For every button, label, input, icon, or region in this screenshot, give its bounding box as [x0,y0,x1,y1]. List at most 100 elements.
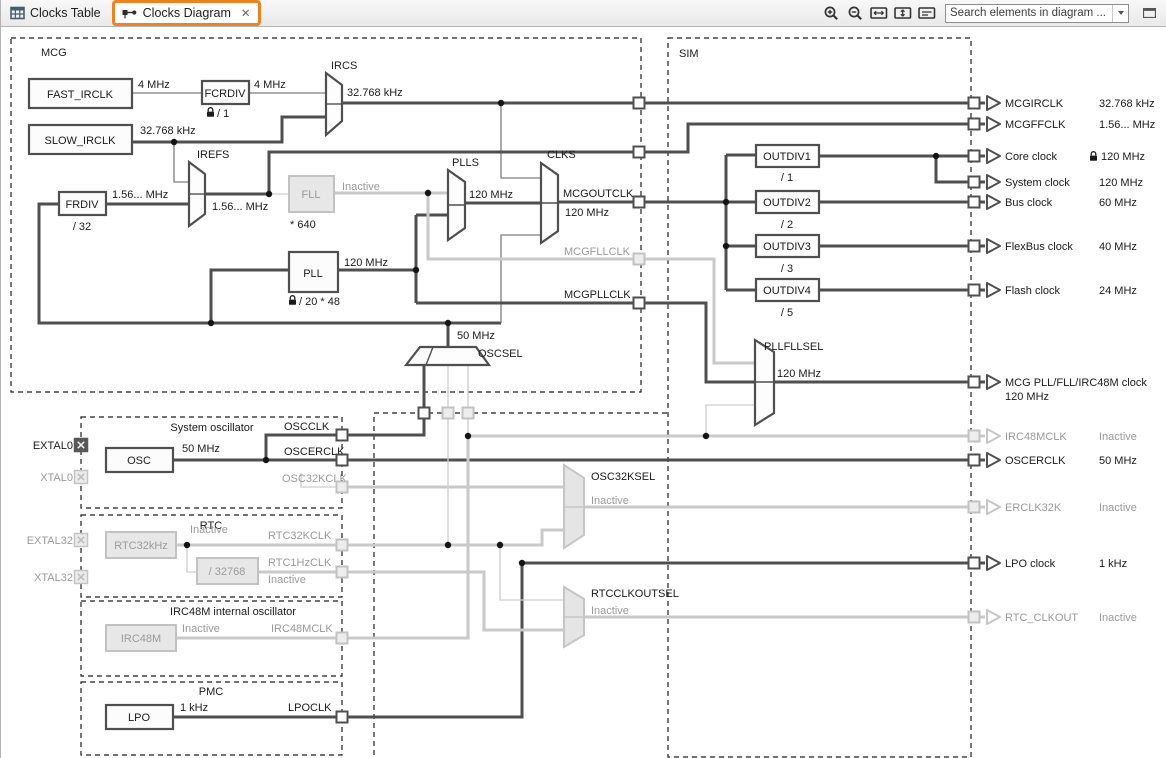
output-label: Flash clock [1005,285,1061,297]
mux-label: PLLFLLSEL [764,341,823,353]
block-label: OUTDIV3 [763,241,811,253]
net-freq-label: 32.768 kHz [140,125,196,137]
tab-clocks-table[interactable]: Clocks Table [1,0,110,26]
fit-height-button[interactable] [893,3,913,23]
mux-irefs[interactable] [187,159,207,229]
sim-region [667,37,972,758]
block-lpo[interactable] [104,703,175,731]
block-outdiv1[interactable] [754,143,821,169]
fit-width-button[interactable] [869,3,889,23]
block-label: OUTDIV1 [763,151,811,163]
region-label-sim: SIM [679,48,699,60]
minimize-view-button[interactable] [1139,3,1159,23]
output-value: Inactive [1099,502,1137,514]
output-label: FlexBus clock [1005,241,1073,253]
zoom-out-button[interactable] [845,3,865,23]
mux-rtcclkoutsel[interactable] [563,585,585,649]
divider-value: / 2 [781,219,793,231]
block-outdiv3[interactable] [754,233,821,259]
block-osc[interactable] [104,446,175,474]
block-slow-irclk[interactable] [27,123,134,156]
mux-plls[interactable] [446,167,467,243]
search-input[interactable] [946,7,1112,19]
tab-bar: Clocks Table Clocks Diagram ✕ [1,0,1166,27]
minimize-icon [1142,8,1156,18]
net-freq-label: 4 MHz [254,79,286,91]
block-label: OUTDIV4 [763,285,811,297]
block-label: RTC32kHz [114,540,168,552]
block-rtc32khz[interactable] [105,531,177,559]
region-label-pmc: PMC [199,686,224,698]
output-label: MCGIRCLK [1005,98,1064,110]
block-pll[interactable] [287,250,340,294]
mux-oscsel[interactable] [403,345,492,367]
peripheral-region [373,412,667,757]
block-label: OUTDIV2 [763,197,811,209]
block-label: PLL [303,268,323,280]
output-label: IRC48MCLK [1005,431,1067,443]
mux-label: IRCS [331,60,357,72]
pin-extal32[interactable] [73,532,89,548]
diagram-toolbar [821,3,1166,23]
lock-icon [1089,151,1098,162]
block-outdiv4[interactable] [754,277,821,303]
rtc-region [80,514,343,598]
output-value: 120 MHz [1101,151,1145,163]
net-name-label: MCGOUTCLK [563,188,634,200]
pin-xtal0[interactable] [73,469,89,485]
output-label: System clock [1005,177,1070,189]
output-list: MCGIRCLK 32.768 kHz MCGFFCLK 1.56... MHz… [1005,98,1155,624]
net-name-label: OSC32KCLK [282,473,347,485]
block-rtc-divider[interactable] [196,557,259,585]
search-dropdown-button[interactable] [1112,4,1128,22]
block-frdiv[interactable] [57,190,108,217]
pin-extal0[interactable] [73,437,89,453]
divider-value: / 3 [781,263,793,275]
block-fast-irclk[interactable] [27,77,134,110]
mux-ircs[interactable] [324,70,344,138]
block-label: OSC [127,455,151,467]
border-ports[interactable] [335,96,981,724]
region-label-sysosc: System oscillator [170,422,253,434]
net-name-label: LPOCLK [288,702,332,714]
pin-label-extal32: EXTAL32 [27,535,73,547]
net-freq-label: 1.56... MHz [112,189,168,201]
mux-osc32ksel[interactable] [563,463,585,550]
mux-label: OSC32KSEL [591,471,655,483]
tab-clocks-diagram[interactable]: Clocks Diagram ✕ [111,0,261,26]
block-irc48m[interactable] [105,624,177,652]
mux-pllfllsel[interactable] [753,338,776,427]
net-freq-label: 1 kHz [180,702,208,714]
table-icon [10,6,25,20]
mux-label: PLLS [452,157,479,169]
pin-label-xtal32: XTAL32 [34,572,73,584]
close-icon[interactable]: ✕ [240,8,251,20]
collapse-all-button[interactable] [917,3,937,23]
block-outdiv2[interactable] [754,189,821,215]
block-label: IRC48M [121,633,161,645]
tab-label: Clocks Table [30,6,101,20]
net-name-label: RTC32KCLK [268,530,332,542]
pin-xtal32[interactable] [73,569,89,585]
pin-label-xtal0: XTAL0 [40,472,73,484]
block-label: FCRDIV [205,88,247,100]
lock-icon [206,107,215,118]
mux-clks[interactable] [539,160,560,246]
collapse-all-icon [918,6,936,19]
output-value: 120 MHz [1005,391,1049,403]
block-fcrdiv[interactable] [200,79,251,106]
mux-status: Inactive [591,605,629,617]
fit-width-icon [870,6,888,19]
divider-value: / 20 * 48 [299,296,340,308]
fit-height-icon [894,6,912,19]
net-freq-label: 120 MHz [777,368,821,380]
output-value: 32.768 kHz [1099,98,1155,110]
zoom-in-button[interactable] [821,3,841,23]
block-label: SLOW_IRCLK [45,135,117,147]
output-label: LPO clock [1005,558,1056,570]
tab-label: Clocks Diagram [142,6,231,20]
net-freq-label: 1.56... MHz [212,201,268,213]
block-fll[interactable] [288,175,335,213]
region-label-irc48m: IRC48M internal oscillator [170,606,296,618]
